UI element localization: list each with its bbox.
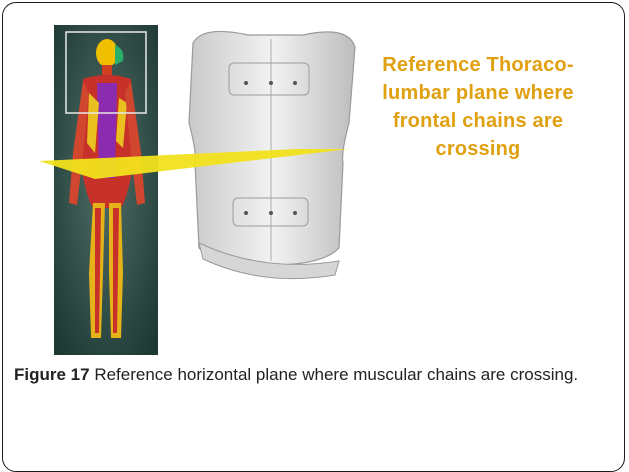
overlay-annotation: Reference Thoraco- lumbar plane where fr… <box>343 51 613 163</box>
figure-caption: Figure 17 Reference horizontal plane whe… <box>14 363 614 387</box>
caption-label: Figure 17 <box>14 365 90 384</box>
anatomy-figure <box>54 25 158 355</box>
caption-text: Reference horizontal plane where muscula… <box>90 365 579 384</box>
